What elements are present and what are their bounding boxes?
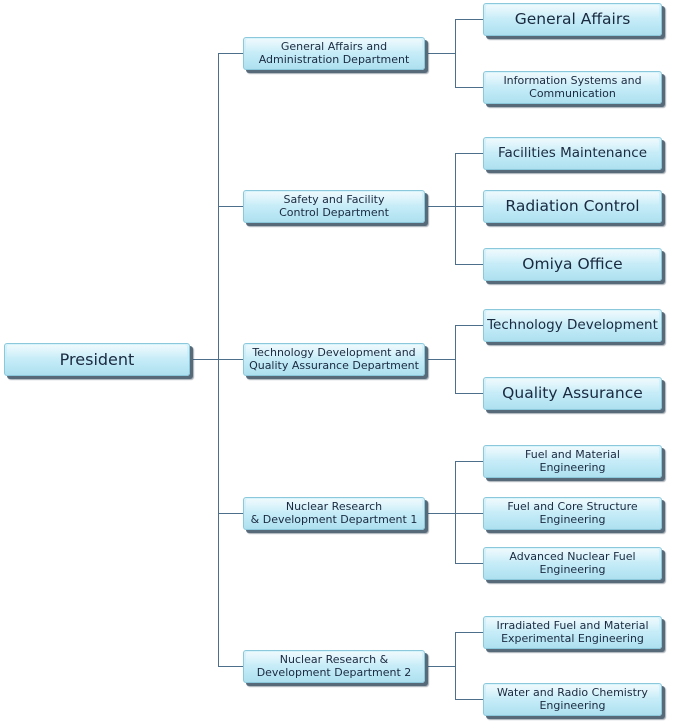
unit-label: Facilities Maintenance — [497, 144, 648, 161]
unit-omiya-office[interactable]: Omiya Office — [483, 248, 662, 281]
unit-quality-assurance[interactable]: Quality Assurance — [483, 377, 662, 410]
dept-nuclear-rd-1[interactable]: Nuclear Research & Development Departmen… — [243, 497, 425, 530]
unit-label: Advanced Nuclear Fuel Engineering — [509, 550, 636, 576]
unit-label: Fuel and Core Structure Engineering — [507, 500, 638, 526]
unit-facilities-maintenance[interactable]: Facilities Maintenance — [483, 137, 662, 170]
dept-label: Safety and Facility Control Department — [279, 193, 389, 219]
unit-fuel-material-eng[interactable]: Fuel and Material Engineering — [483, 445, 662, 478]
unit-label: Fuel and Material Engineering — [525, 448, 620, 474]
dept-technology-quality[interactable]: Technology Development and Quality Assur… — [243, 343, 425, 376]
dept-label: Nuclear Research & Development Departmen… — [256, 653, 412, 679]
unit-advanced-nuclear-fuel-eng[interactable]: Advanced Nuclear Fuel Engineering — [483, 547, 662, 580]
unit-label: Quality Assurance — [502, 383, 643, 402]
unit-label: Radiation Control — [505, 196, 640, 215]
dept-safety-facility-control[interactable]: Safety and Facility Control Department — [243, 190, 425, 223]
president-box[interactable]: President — [4, 343, 190, 376]
unit-radiation-control[interactable]: Radiation Control — [483, 190, 662, 223]
unit-information-systems[interactable]: Information Systems and Communication — [483, 71, 662, 104]
dept-nuclear-rd-2[interactable]: Nuclear Research & Development Departmen… — [243, 650, 425, 683]
unit-general-affairs[interactable]: General Affairs — [483, 3, 662, 36]
unit-technology-development[interactable]: Technology Development — [483, 309, 662, 342]
unit-water-radio-chemistry[interactable]: Water and Radio Chemistry Engineering — [483, 683, 662, 716]
dept-label: General Affairs and Administration Depar… — [258, 40, 410, 66]
unit-label: Information Systems and Communication — [503, 74, 642, 100]
unit-label: Technology Development — [487, 316, 658, 333]
unit-label: Water and Radio Chemistry Engineering — [497, 686, 648, 712]
dept-label: Nuclear Research & Development Departmen… — [250, 500, 418, 526]
unit-irradiated-fuel-material[interactable]: Irradiated Fuel and Material Experimenta… — [483, 616, 662, 649]
dept-general-affairs-admin[interactable]: General Affairs and Administration Depar… — [243, 37, 425, 70]
dept-label: Technology Development and Quality Assur… — [249, 346, 419, 372]
unit-label: General Affairs — [514, 9, 631, 28]
unit-label: Irradiated Fuel and Material Experimenta… — [496, 619, 649, 645]
unit-label: Omiya Office — [522, 254, 623, 273]
unit-fuel-core-structure-eng[interactable]: Fuel and Core Structure Engineering — [483, 497, 662, 530]
president-label: President — [59, 349, 135, 369]
